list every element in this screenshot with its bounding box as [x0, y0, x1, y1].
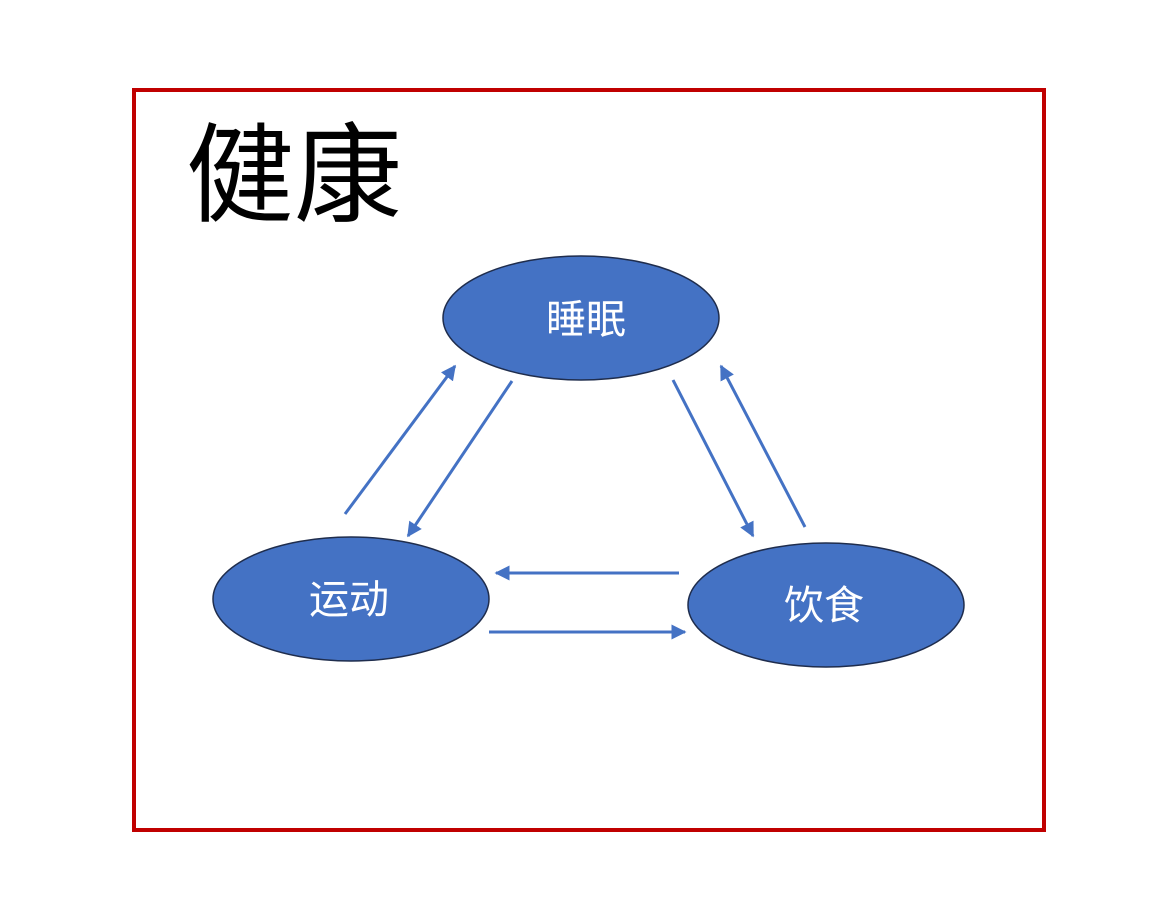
node-exercise-label: 运动: [309, 577, 389, 623]
arrow-exercise-to-sleep: [343, 364, 457, 515]
arrow-sleep-to-diet: [671, 379, 755, 538]
node-exercise: 运动: [212, 536, 490, 662]
node-diet: 饮食: [687, 542, 965, 668]
slide-title: 健康: [186, 114, 403, 239]
node-diet-label: 饮食: [784, 583, 864, 629]
arrow-diet-to-sleep: [719, 364, 807, 528]
node-sleep-label: 睡眠: [546, 297, 626, 343]
arrow-sleep-to-exercise: [406, 380, 514, 538]
slide-border-frame: [132, 88, 1046, 832]
node-sleep: 睡眠: [442, 255, 720, 381]
